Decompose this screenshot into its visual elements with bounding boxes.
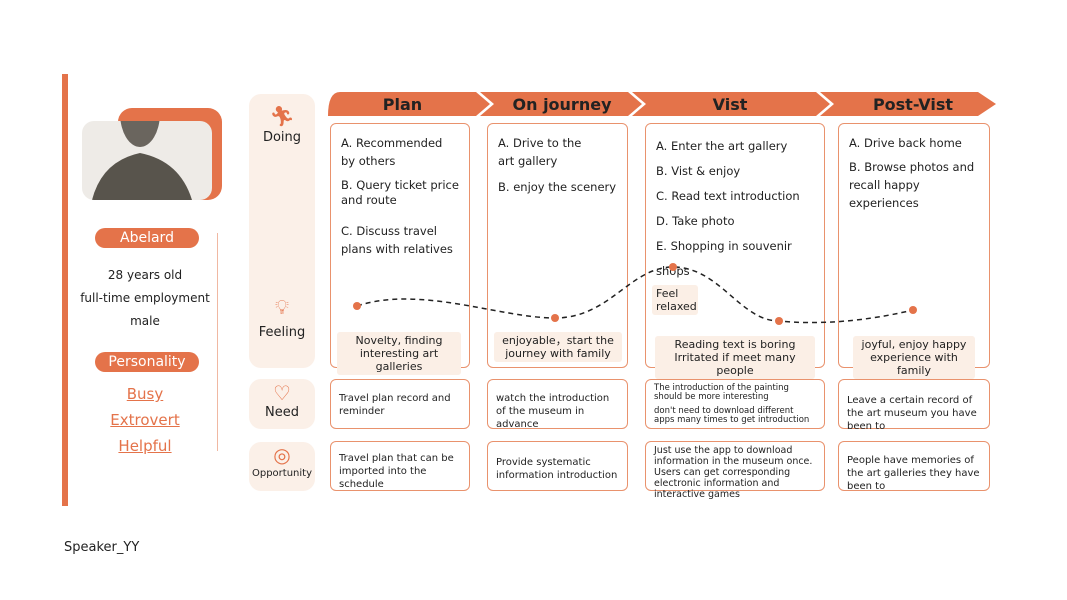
doing-item: B. enjoy the scenery — [498, 180, 617, 194]
persona-age: 28 years old — [107, 268, 183, 282]
doing-item: B. Browse photos and recall happy experi… — [849, 160, 975, 210]
stage-title-plan: Plan — [382, 95, 423, 114]
avatar — [82, 121, 212, 200]
speaker-label: Speaker_YY — [64, 540, 140, 555]
feeling-post-vist: joyful, enjoy happy experience with fami… — [853, 336, 975, 379]
doing-item: C. Discuss travel plans with relatives — [341, 224, 453, 256]
doing-item: B. Vist & enjoy — [656, 164, 741, 178]
row-label-opportunity: Opportunity — [251, 468, 312, 479]
opportunity-card-vist: Just use the app to download information… — [645, 441, 825, 500]
row-label-feeling: Feeling — [258, 325, 306, 340]
need-card-vist: The introduction of the painting should … — [645, 379, 825, 429]
stage-title-vist: Vist — [712, 95, 748, 114]
need-card-plan: Travel plan record and reminder — [330, 379, 470, 429]
trait-helpful: Helpful — [118, 437, 172, 455]
heart-icon: ♡ — [273, 381, 291, 405]
doing-item: B. Query ticket price and route — [341, 178, 459, 207]
stage-title-on-journey: On journey — [512, 95, 612, 114]
stage-title-post-vist: Post-Vist — [872, 95, 954, 114]
need-card-on-journey: watch the introduction of the museum in … — [487, 379, 628, 430]
row-doing-feeling: 🏃︎ Doing 💡︎ Feeling — [249, 94, 315, 368]
persona-gender: male — [130, 314, 160, 328]
need-item: The introduction of the painting should … — [654, 383, 789, 402]
doing-item: E. Shopping in souvenir shops — [656, 239, 792, 278]
doing-item: A. Recommended by others — [341, 136, 443, 168]
divider — [217, 233, 218, 451]
persona-name: Abelard — [95, 228, 199, 248]
doing-item: D. Take photo — [656, 214, 735, 228]
doing-card-on-journey: A. Drive to the art gallery B. enjoy the… — [487, 123, 628, 368]
doing-card-vist: A. Enter the art gallery B. Vist & enjoy… — [645, 123, 825, 368]
feeling-high-vist: Feel relaxed — [652, 285, 698, 315]
doing-item: A. Drive back home — [849, 136, 962, 150]
opportunity-card-post-vist: People have memories of the art gallerie… — [838, 441, 990, 492]
need-item: don't need to download different apps ma… — [654, 406, 810, 425]
trait-busy: Busy — [126, 385, 164, 403]
persona-job: full-time employment — [80, 291, 210, 305]
accent-bar — [62, 74, 68, 506]
personality-label: Personality — [95, 352, 199, 372]
lightbulb-icon: 💡︎ — [275, 295, 289, 319]
row-opportunity: ◎ Opportunity — [249, 442, 315, 491]
row-need: ♡ Need — [249, 379, 315, 429]
running-icon: 🏃︎ — [269, 104, 295, 128]
doing-card-post-vist: A. Drive back home B. Browse photos and … — [838, 123, 990, 368]
feeling-on-journey: enjoyable，start the journey with family — [494, 332, 622, 362]
target-icon: ◎ — [273, 443, 291, 467]
feeling-vist: Reading text is boring Irritated if meet… — [655, 336, 815, 379]
doing-item: C. Read text introduction — [656, 189, 800, 203]
doing-item: A. Enter the art gallery — [656, 139, 788, 153]
doing-item: A. Drive to the art gallery — [498, 136, 582, 168]
need-card-post-vist: Leave a certain record of the art museum… — [838, 379, 990, 432]
feeling-plan: Novelty, finding interesting art galleri… — [337, 332, 461, 375]
doing-card-plan: A. Recommended by others B. Query ticket… — [330, 123, 470, 368]
stage-arrows — [328, 92, 996, 116]
row-label-need: Need — [265, 405, 299, 420]
trait-extrovert: Extrovert — [110, 411, 180, 429]
row-label-doing: Doing — [262, 130, 302, 145]
opportunity-card-plan: Travel plan that can be imported into th… — [330, 441, 470, 491]
opportunity-card-on-journey: Provide systematic information introduct… — [487, 441, 628, 491]
